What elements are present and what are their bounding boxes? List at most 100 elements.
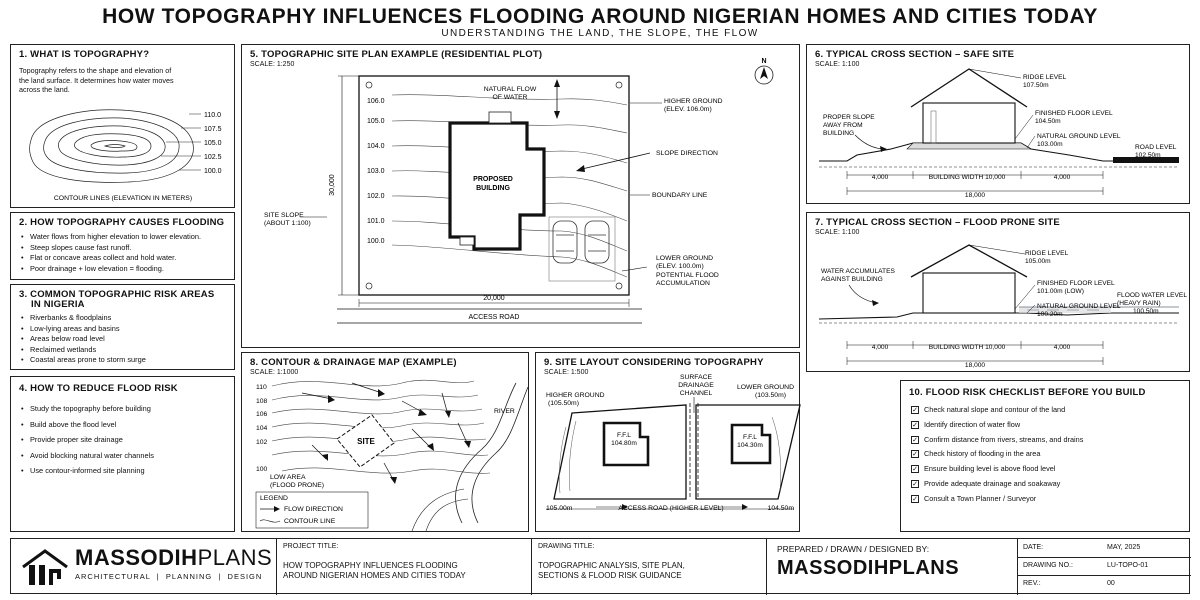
flood-water-level-label: (HEAVY RAIN) [1117, 300, 1161, 307]
car-icon [552, 220, 578, 264]
higher-ground-label: HIGHER GROUND [664, 98, 723, 105]
legend-title: LEGEND [260, 495, 288, 502]
ridge-level-label: RIDGE LEVEL [1025, 250, 1069, 257]
flood-water-level-label: FLOOD WATER LEVEL [1117, 292, 1187, 299]
title-block: MASSODIHPLANS ARCHITECTURAL | PLANNING |… [10, 538, 1191, 595]
checklist-item-label: Check natural slope and contour of the l… [924, 405, 1066, 414]
slope-label: PROPER SLOPE [823, 114, 875, 121]
panel-site-plan: 5. TOPOGRAPHIC SITE PLAN EXAMPLE (RESIDE… [241, 44, 800, 348]
ngl-label: 100.20m [1037, 311, 1063, 318]
panel-scale: SCALE: 1:100 [815, 61, 860, 68]
checklist-item[interactable]: ✓Consult a Town Planner / Surveyor [911, 492, 1186, 507]
panel-risk-areas: 3. COMMON TOPOGRAPHIC RISK AREAS IN NIGE… [10, 284, 235, 370]
map-level-label: 102 [256, 439, 268, 446]
panel-scale: SCALE: 1:250 [250, 61, 295, 68]
checkbox-checked-icon[interactable]: ✓ [911, 494, 919, 503]
panel-title-line2: IN NIGERIA [31, 299, 85, 310]
site-label: SITE [357, 437, 375, 446]
panel-contour-drainage-map: 8. CONTOUR & DRAINAGE MAP (EXAMPLE) SCAL… [241, 352, 529, 532]
reduce-risk-list: Study the topography before building Bui… [21, 401, 231, 479]
checkbox-checked-icon[interactable]: ✓ [911, 420, 919, 429]
map-level-label: 110 [256, 384, 267, 391]
checklist-item-label: Confirm distance from rivers, streams, a… [924, 434, 1084, 444]
higher-ground-label: (105.50m) [548, 400, 579, 407]
house-logo-icon [22, 549, 68, 585]
prepared-by-brand: MASSODIHPLANS [777, 557, 959, 580]
brand-name-light: PLANS [888, 557, 960, 579]
checkbox-checked-icon[interactable]: ✓ [911, 465, 919, 474]
legend-contour: CONTOUR LINE [284, 518, 336, 525]
panel-site-layout: 9. SITE LAYOUT CONSIDERING TOPOGRAPHY SC… [535, 352, 801, 532]
project-title-label: PROJECT TITLE: [283, 543, 339, 550]
project-title-line1: HOW TOPOGRAPHY INFLUENCES FLOODING [283, 561, 458, 570]
checklist-item[interactable]: ✓ Identify direction of water flow [911, 418, 1186, 433]
dimension-label: 4,000 [1054, 174, 1071, 181]
page-title: HOW TOPOGRAPHY INFLUENCES FLOODING AROUN… [102, 5, 1098, 28]
brand-name-light: PLANS [197, 545, 273, 570]
page-subtitle: UNDERSTANDING THE LAND, THE SLOPE, THE F… [441, 28, 759, 39]
total-dimension: 18,000 [965, 362, 986, 369]
ffl-label: 104.30m [737, 442, 763, 449]
plot-boundary [358, 75, 630, 296]
north-arrow-icon: N [754, 58, 774, 85]
panel-how-topography-causes-flooding: 2. HOW TOPOGRAPHY CAUSES FLOODING Water … [10, 212, 235, 280]
flood-section-drawing: RIDGE LEVEL 105.00m FINISHED FLOOR LEVEL… [818, 244, 1187, 369]
checkbox-checked-icon[interactable]: ✓ [911, 435, 919, 444]
definition-text: Topography refers to the shape and eleva… [19, 66, 174, 94]
brand-name-bold: MASSODIH [777, 557, 889, 579]
dimension-label: BUILDING WIDTH 10,000 [929, 344, 1006, 351]
elevation-label: 106.0 [367, 98, 385, 105]
panel-safe-section: 6. TYPICAL CROSS SECTION – SAFE SITE SCA… [806, 44, 1190, 204]
brand-name: MASSODIHPLANS [75, 545, 272, 571]
ridge-level-label: 105.00m [1025, 258, 1051, 265]
rev-value: 00 [1107, 580, 1115, 587]
site-plan-drawing: N 106.0 105.0 104.0 103.0 102.0 101.0 10… [264, 58, 774, 324]
checklist-item[interactable]: ✓Provide adequate drainage and soakaway [911, 477, 1186, 492]
checklist-item[interactable]: ✓ Check natural slope and contour of the … [911, 403, 1186, 418]
panel-title: 4. HOW TO REDUCE FLOOD RISK [19, 383, 178, 394]
boundary-line-label: BOUNDARY LINE [652, 192, 708, 199]
access-road-label: ACCESS ROAD [469, 314, 520, 321]
brand-tagline: ARCHITECTURAL | PLANNING | DESIGN [75, 572, 263, 581]
ffl-label: FINISHED FLOOR LEVEL [1035, 110, 1113, 117]
panel-title: 3. COMMON TOPOGRAPHIC RISK AREAS [19, 289, 215, 300]
panel-checklist: 10. FLOOD RISK CHECKLIST BEFORE YOU BUIL… [900, 380, 1190, 532]
elevation-label: 102.0 [367, 193, 385, 200]
flow-arrow-icon [274, 506, 280, 512]
low-area-label: (FLOOD PRONE) [270, 482, 324, 489]
checklist-item[interactable]: ✓Check history of flooding in the area [911, 447, 1186, 462]
checkbox-checked-icon[interactable]: ✓ [911, 406, 919, 414]
ngl-label: 103.00m [1037, 141, 1063, 148]
list-item: Use contour-informed site planning [21, 463, 231, 479]
panel-what-is-topography: 1. WHAT IS TOPOGRAPHY? Topography refers… [10, 44, 235, 208]
driveway [548, 216, 616, 282]
checklist-item[interactable]: ✓ Ensure building level is above flood le… [911, 462, 1186, 477]
checkbox-checked-icon[interactable]: ✓ [911, 450, 919, 459]
list-item: Build above the flood level [21, 417, 231, 433]
building-1 [602, 421, 650, 467]
list-item: Flat or concave areas collect and hold w… [21, 253, 231, 264]
elevation-label: 103.0 [367, 168, 385, 175]
lower-ground-label: POTENTIAL FLOOD [656, 272, 719, 279]
drawing-no-label: DRAWING NO.: [1023, 562, 1073, 569]
dimension-label: 4,000 [872, 174, 889, 181]
list-item: Coastal areas prone to storm surge [21, 355, 231, 366]
ridge-level-label: RIDGE LEVEL [1023, 74, 1067, 81]
checkbox-checked-icon[interactable]: ✓ [911, 479, 919, 488]
checklist-item-label: Identify direction of water flow [924, 419, 1021, 429]
panel-flood-prone-section: 7. TYPICAL CROSS SECTION – FLOOD PRONE S… [806, 212, 1190, 372]
dimension-label: 4,000 [872, 344, 889, 351]
panel-title: 1. WHAT IS TOPOGRAPHY? [19, 49, 150, 60]
north-label: N [761, 58, 766, 65]
elevation-label: 105.0 [367, 118, 385, 125]
building-label: BUILDING [476, 185, 510, 192]
ffl-label: 101.00m (LOW) [1037, 288, 1084, 295]
brand-name-bold: MASSODIH [75, 545, 198, 570]
checklist-item-label: Ensure building level is above flood lev… [924, 464, 1056, 474]
contour-map-drawing: 110 108 106 104 102 100 SITE RIVER LOW A… [255, 379, 529, 532]
checklist-item[interactable]: ✓ Confirm distance from rivers, streams, … [911, 433, 1186, 448]
higher-ground-label: HIGHER GROUND [546, 392, 605, 399]
panel-title: 5. TOPOGRAPHIC SITE PLAN EXAMPLE (RESIDE… [250, 49, 543, 60]
site-slope-label: (ABOUT 1:100) [264, 220, 311, 227]
slope-label: AWAY FROM [823, 122, 863, 129]
